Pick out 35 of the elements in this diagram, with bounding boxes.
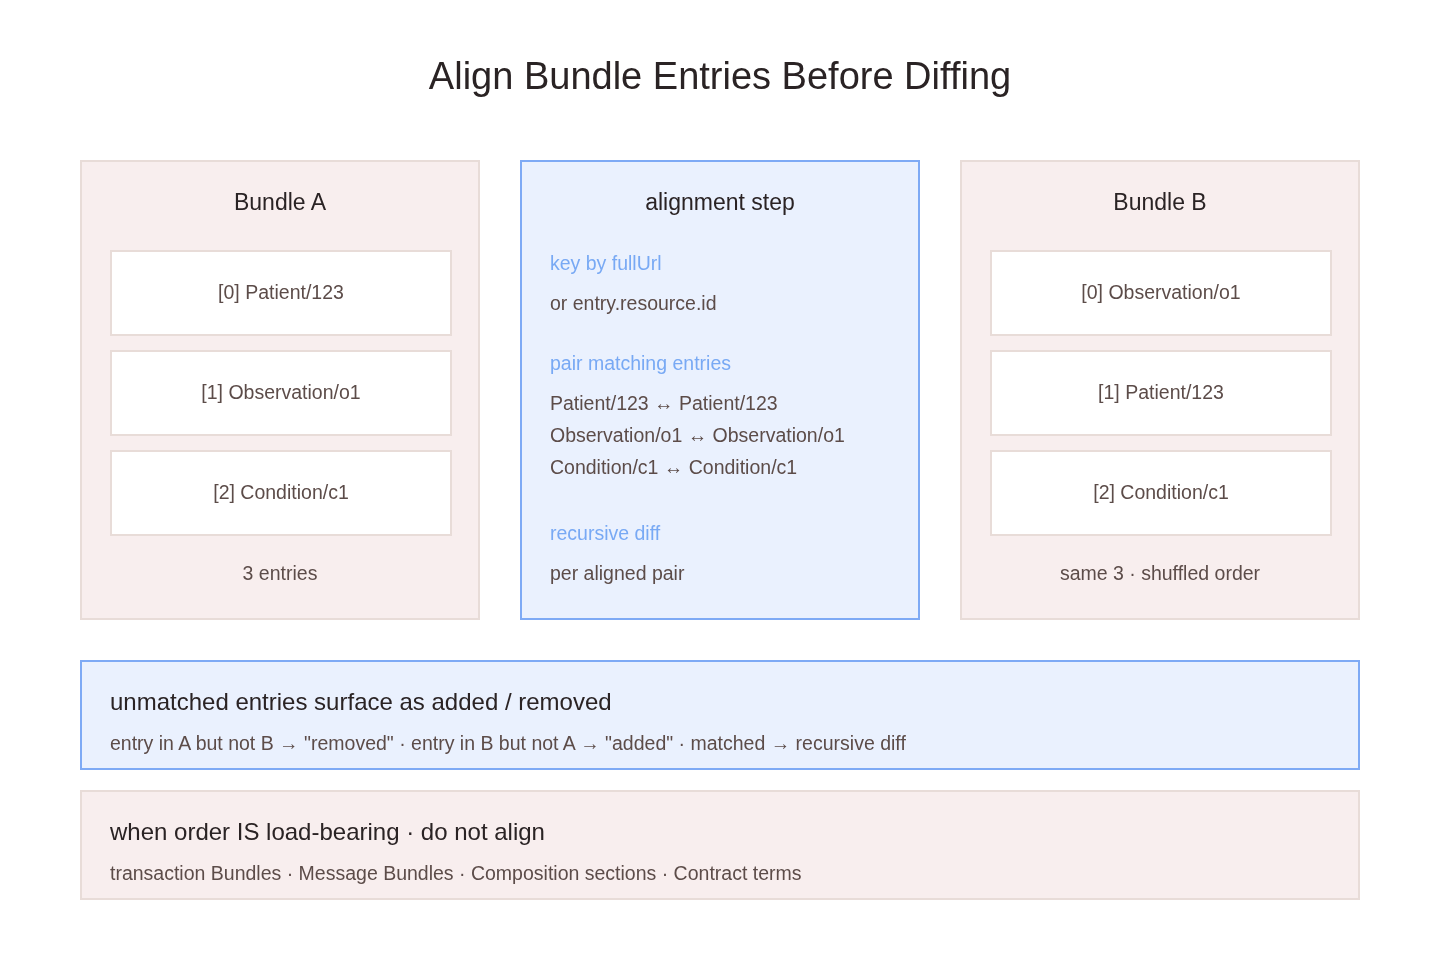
entry-box bbox=[990, 250, 1332, 336]
panel-heading: when order IS load-bearing · do not align bbox=[110, 818, 545, 846]
entry-box bbox=[110, 450, 452, 536]
entry-label: [0] Observation/o1 bbox=[1081, 280, 1241, 305]
panel-note: entry in A but not B → "removed" · entry in B but not A → "added" · matched → recursive diff bbox=[110, 731, 906, 756]
bundle-panel bbox=[960, 160, 1360, 620]
entry-label: [1] Observation/o1 bbox=[201, 380, 361, 405]
panel-note: per aligned pair bbox=[550, 561, 685, 586]
entry-label: [0] Patient/123 bbox=[218, 280, 344, 305]
note-panel bbox=[80, 660, 1360, 770]
panel-heading: Bundle B bbox=[1113, 188, 1207, 216]
diagram-title: Align Bundle Entries Before Diffing bbox=[428, 54, 1012, 99]
panel-heading: Bundle A bbox=[233, 188, 327, 216]
entry-box bbox=[110, 350, 452, 436]
bundle-panel bbox=[80, 160, 480, 620]
entry-box bbox=[990, 350, 1332, 436]
step-panel bbox=[520, 160, 920, 620]
panel-note: or entry.resource.id bbox=[550, 291, 717, 316]
panel-note: transaction Bundles · Message Bundles · Composition sections · Contract terms bbox=[110, 861, 802, 886]
entry-box bbox=[990, 450, 1332, 536]
step-heading: pair matching entries bbox=[550, 351, 731, 376]
panel-heading: alignment step bbox=[645, 188, 795, 216]
panel-note: same 3 · shuffled order bbox=[1059, 561, 1261, 586]
step-heading: key by fullUrl bbox=[550, 251, 662, 276]
step-heading: recursive diff bbox=[550, 521, 661, 546]
panel-note: 3 entries bbox=[242, 561, 318, 586]
entry-label: [2] Condition/c1 bbox=[1093, 480, 1229, 505]
panel-heading: unmatched entries surface as added / removed bbox=[110, 688, 612, 716]
panel-note: Observation/o1 ↔ Observation/o1 bbox=[550, 423, 845, 448]
panel-note: Patient/123 ↔ Patient/123 bbox=[550, 391, 778, 416]
entry-label: [1] Patient/123 bbox=[1098, 380, 1224, 405]
note-panel bbox=[80, 790, 1360, 900]
entry-box bbox=[110, 250, 452, 336]
panel-note: Condition/c1 ↔ Condition/c1 bbox=[550, 455, 798, 480]
entry-label: [2] Condition/c1 bbox=[213, 480, 349, 505]
